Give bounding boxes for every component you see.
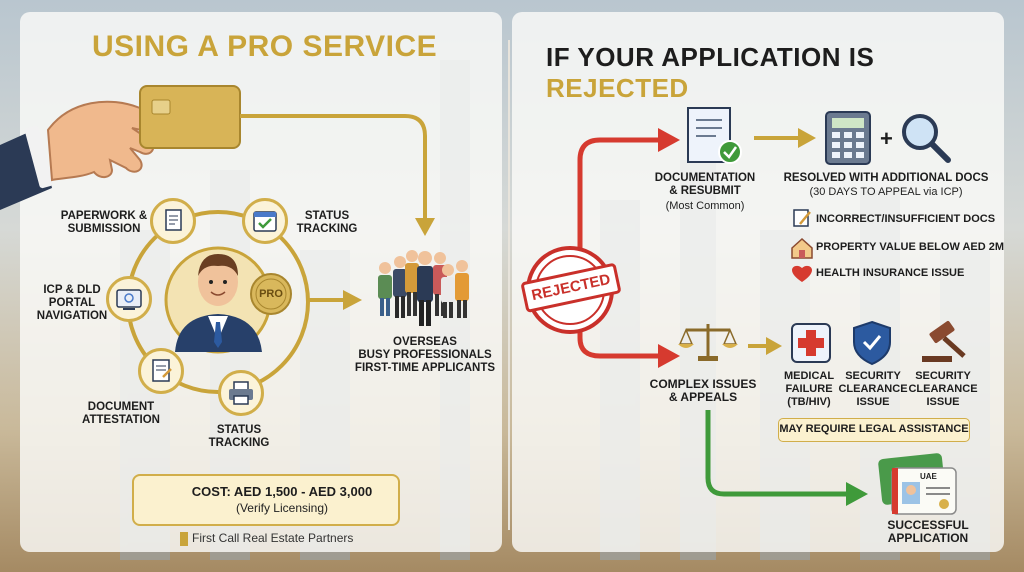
card-to-audience-arrow xyxy=(240,114,427,220)
printer-status-icon xyxy=(218,370,264,416)
resolved-note: (30 DAYS TO APPEAL via ICP) xyxy=(809,186,963,198)
red-arrow-to-resubmit xyxy=(577,137,660,268)
appeal-item-label: SECURITY CLEARANCE ISSUE xyxy=(908,370,978,408)
appeal-item-label: MEDICAL FAILURE (TB/HIV) xyxy=(783,370,835,408)
house-icon xyxy=(791,237,813,259)
issue-row: PROPERTY VALUE BELOW AED 2M xyxy=(816,241,1005,253)
document-attestation-icon xyxy=(138,348,184,394)
plus-icon: + xyxy=(880,126,893,151)
edit-icon xyxy=(793,209,811,227)
rejection-flow-diagram: + xyxy=(521,107,966,515)
paperwork-step-icon xyxy=(150,198,196,244)
resolved-label: RESOLVED WITH ADDITIONAL DOCS xyxy=(783,172,989,184)
resubmit-label: DOCUMENTATION & RESUBMIT xyxy=(654,172,756,197)
cost-box xyxy=(132,474,400,526)
heart-icon xyxy=(792,265,812,282)
audience-item: FIRST-TIME APPLICANTS xyxy=(354,362,496,374)
pro-badge-label: PRO xyxy=(259,288,283,300)
status-tracking-bottom-label: STATUS TRACKING xyxy=(208,424,270,449)
pro-badge-icon xyxy=(250,273,292,315)
credit-card-icon xyxy=(139,85,241,149)
cost-note: (Verify Licensing) xyxy=(235,501,329,515)
legal-note-box xyxy=(778,418,970,442)
appeal-item-label: SECURITY CLEARANCE ISSUE xyxy=(838,370,908,408)
issue-row: HEALTH INSURANCE ISSUE xyxy=(816,267,965,279)
pro-service-diagram xyxy=(0,85,469,546)
shirt-cuff xyxy=(24,125,54,189)
footer-company-name: First Call Real Estate Partners xyxy=(192,531,354,545)
scales-icon xyxy=(678,324,738,361)
green-arrow-to-success xyxy=(705,410,848,497)
portal-navigation-label: ICP & DLD PORTAL NAVIGATION xyxy=(36,284,108,322)
complex-issues-label: COMPLEX ISSUES & APPEALS xyxy=(649,377,757,404)
company-logo-icon xyxy=(180,532,188,546)
magnifier-icon xyxy=(902,114,951,163)
id-card-country-label: UAE xyxy=(920,472,937,481)
cost-label: COST: AED 1,500 - AED 3,000 xyxy=(191,484,373,499)
rejected-title-main: IF YOUR APPLICATION IS xyxy=(546,42,875,72)
calculator-icon xyxy=(825,111,871,165)
success-label: SUCCESSFUL APPLICATION xyxy=(887,518,969,545)
resubmit-note: (Most Common) xyxy=(665,200,745,212)
red-arrow-to-appeals xyxy=(577,316,660,359)
audience-list: OVERSEAS BUSY PROFESSIONALS FIRST-TIME A… xyxy=(340,336,510,375)
issue-row: INCORRECT/INSUFFICIENT DOCS xyxy=(816,213,996,225)
legal-note-label: MAY REQUIRE LEGAL ASSISTANCE xyxy=(779,423,969,435)
rejected-title-accent: REJECTED xyxy=(546,73,689,103)
pro-service-title: USING A PRO SERVICE xyxy=(92,30,438,63)
rejected-stamp-icon xyxy=(521,246,621,334)
audience-item: BUSY PROFESSIONALS xyxy=(358,349,492,361)
medical-kit-icon xyxy=(791,323,831,363)
shield-icon xyxy=(853,320,891,366)
audience-group-icon xyxy=(378,250,469,326)
status-tracking-top-label: STATUS TRACKING xyxy=(296,210,358,235)
document-attestation-label: DOCUMENT ATTESTATION xyxy=(82,401,160,426)
portal-navigation-icon xyxy=(106,276,152,322)
audience-item: OVERSEAS xyxy=(393,336,457,348)
panel-divider xyxy=(508,40,510,530)
rejected-title: IF YOUR APPLICATION IS REJECTED xyxy=(546,42,1024,104)
document-check-icon xyxy=(687,107,742,164)
uae-id-card-icon xyxy=(878,453,957,515)
gavel-icon xyxy=(922,320,966,362)
hand-icon xyxy=(46,100,165,182)
paperwork-step-label: PAPERWORK & SUBMISSION xyxy=(60,210,148,235)
status-tracking-calendar-icon xyxy=(242,198,288,244)
